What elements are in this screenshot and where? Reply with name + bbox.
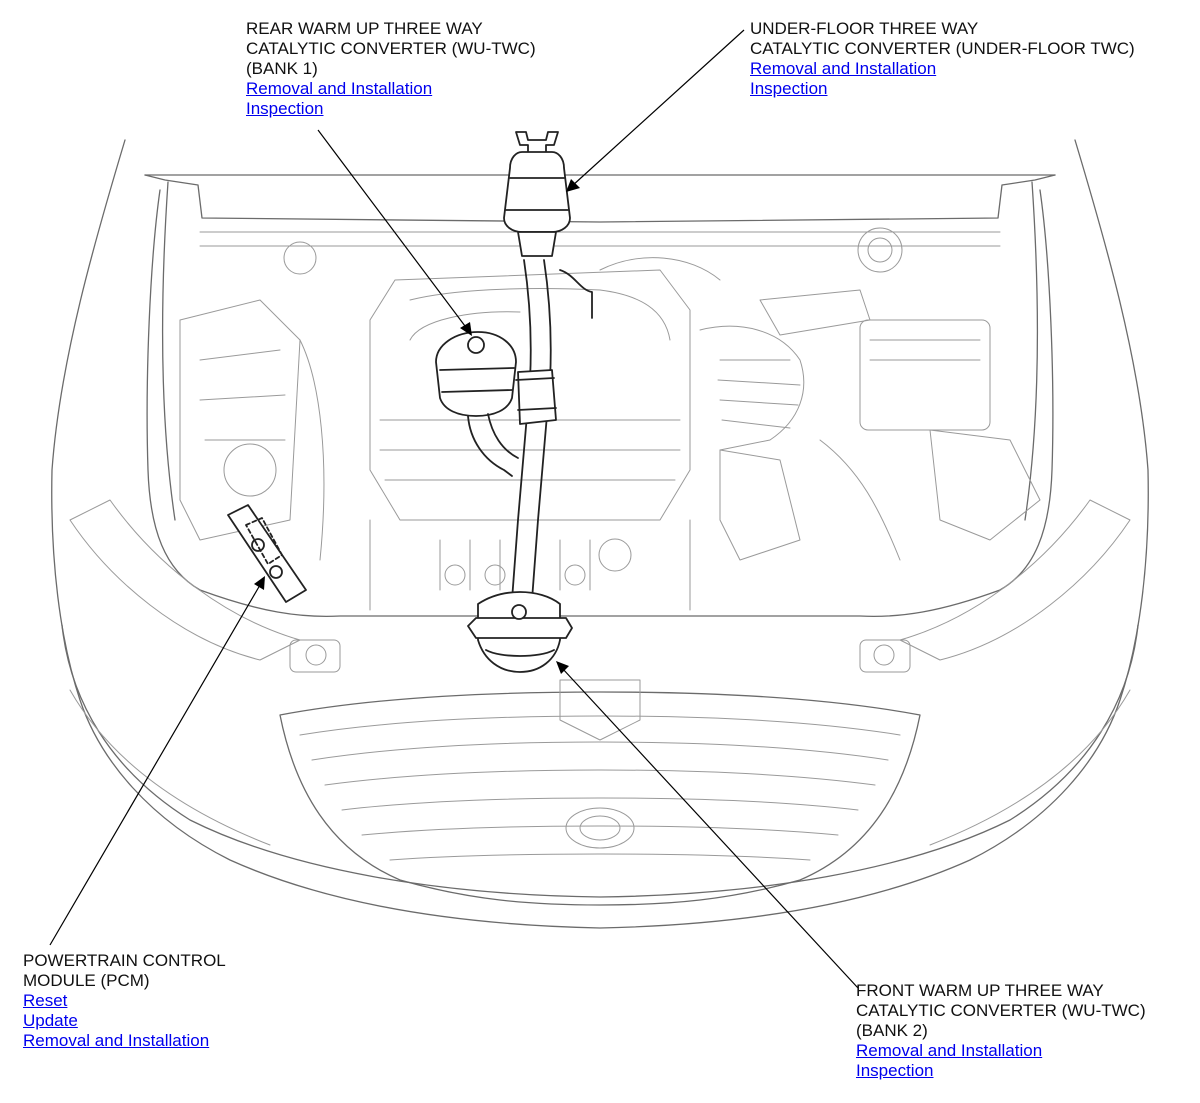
callout-front-wu-twc: FRONT WARM UP THREE WAY CATALYTIC CONVER… bbox=[856, 981, 1146, 1081]
callout-title-line: REAR WARM UP THREE WAY bbox=[246, 19, 483, 38]
under-floor-twc-part bbox=[503, 131, 593, 601]
rear-wu-twc-part bbox=[435, 331, 519, 477]
callout-title-line: CATALYTIC CONVERTER (UNDER-FLOOR TWC) bbox=[750, 39, 1135, 58]
callout-title-line: UNDER-FLOOR THREE WAY bbox=[750, 19, 979, 38]
rear-wu-twc-inspection-link[interactable]: Inspection bbox=[246, 99, 324, 118]
callout-under-floor-twc: UNDER-FLOOR THREE WAY CATALYTIC CONVERTE… bbox=[750, 19, 1135, 99]
callout-title-line: FRONT WARM UP THREE WAY bbox=[856, 981, 1104, 1000]
engine-assembly bbox=[179, 227, 1041, 741]
callout-pcm: POWERTRAIN CONTROL MODULE (PCM) Reset Up… bbox=[23, 951, 226, 1051]
callout-title-line: CATALYTIC CONVERTER (WU-TWC) bbox=[856, 1001, 1146, 1020]
under-floor-twc-inspection-link[interactable]: Inspection bbox=[750, 79, 828, 98]
under-floor-twc-removal-installation-link[interactable]: Removal and Installation bbox=[750, 59, 937, 78]
pcm-removal-installation-link[interactable]: Removal and Installation bbox=[23, 1031, 210, 1050]
callout-title-line: (BANK 1) bbox=[246, 59, 318, 78]
front-wu-twc-removal-installation-link[interactable]: Removal and Installation bbox=[856, 1041, 1043, 1060]
vehicle-body-outline bbox=[51, 139, 1149, 929]
pcm-reset-link[interactable]: Reset bbox=[23, 991, 68, 1010]
callout-title-line: (BANK 2) bbox=[856, 1021, 928, 1040]
pcm-update-link[interactable]: Update bbox=[23, 1011, 78, 1030]
callout-title-line: MODULE (PCM) bbox=[23, 971, 150, 990]
callout-rear-wu-twc: REAR WARM UP THREE WAY CATALYTIC CONVERT… bbox=[246, 19, 536, 119]
front-grille bbox=[279, 691, 921, 906]
callout-title-line: CATALYTIC CONVERTER (WU-TWC) bbox=[246, 39, 536, 58]
front-wu-twc-inspection-link[interactable]: Inspection bbox=[856, 1061, 934, 1080]
rear-wu-twc-removal-installation-link[interactable]: Removal and Installation bbox=[246, 79, 433, 98]
callout-title-line: POWERTRAIN CONTROL bbox=[23, 951, 226, 970]
leader-lines bbox=[49, 29, 859, 989]
pcm-part bbox=[227, 504, 307, 603]
front-wu-twc-part bbox=[467, 591, 573, 673]
